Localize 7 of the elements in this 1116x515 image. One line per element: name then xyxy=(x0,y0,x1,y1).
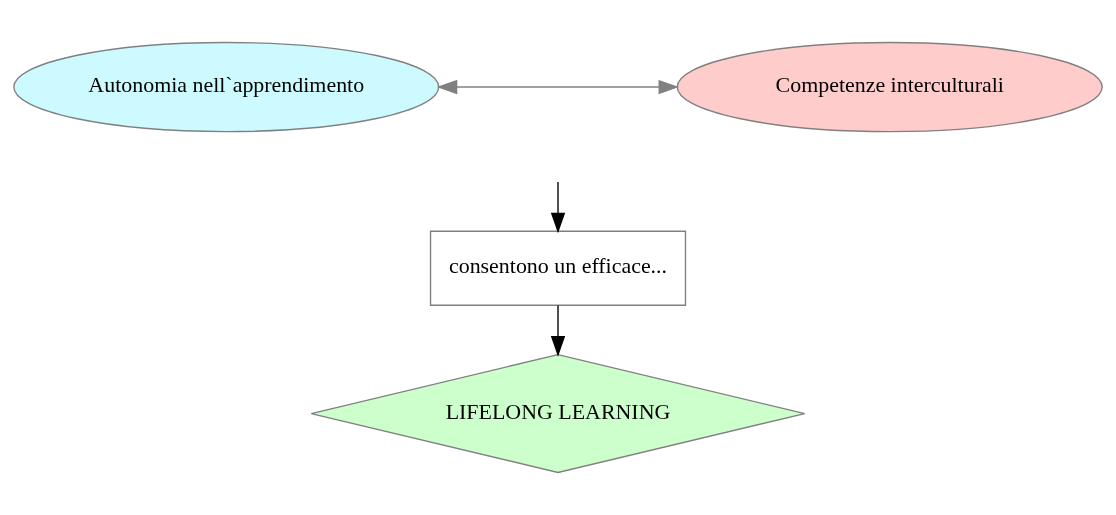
arrow xyxy=(436,79,680,95)
node-ellipse: Autonomia nell`apprendimento xyxy=(13,41,440,133)
node-ellipse: Competenze interculturali xyxy=(676,41,1103,133)
node-box: consentono un efficace... xyxy=(429,230,687,306)
arrow xyxy=(550,181,566,234)
arrow xyxy=(550,304,566,357)
node-diamond: LIFELONG LEARNING xyxy=(310,353,806,474)
